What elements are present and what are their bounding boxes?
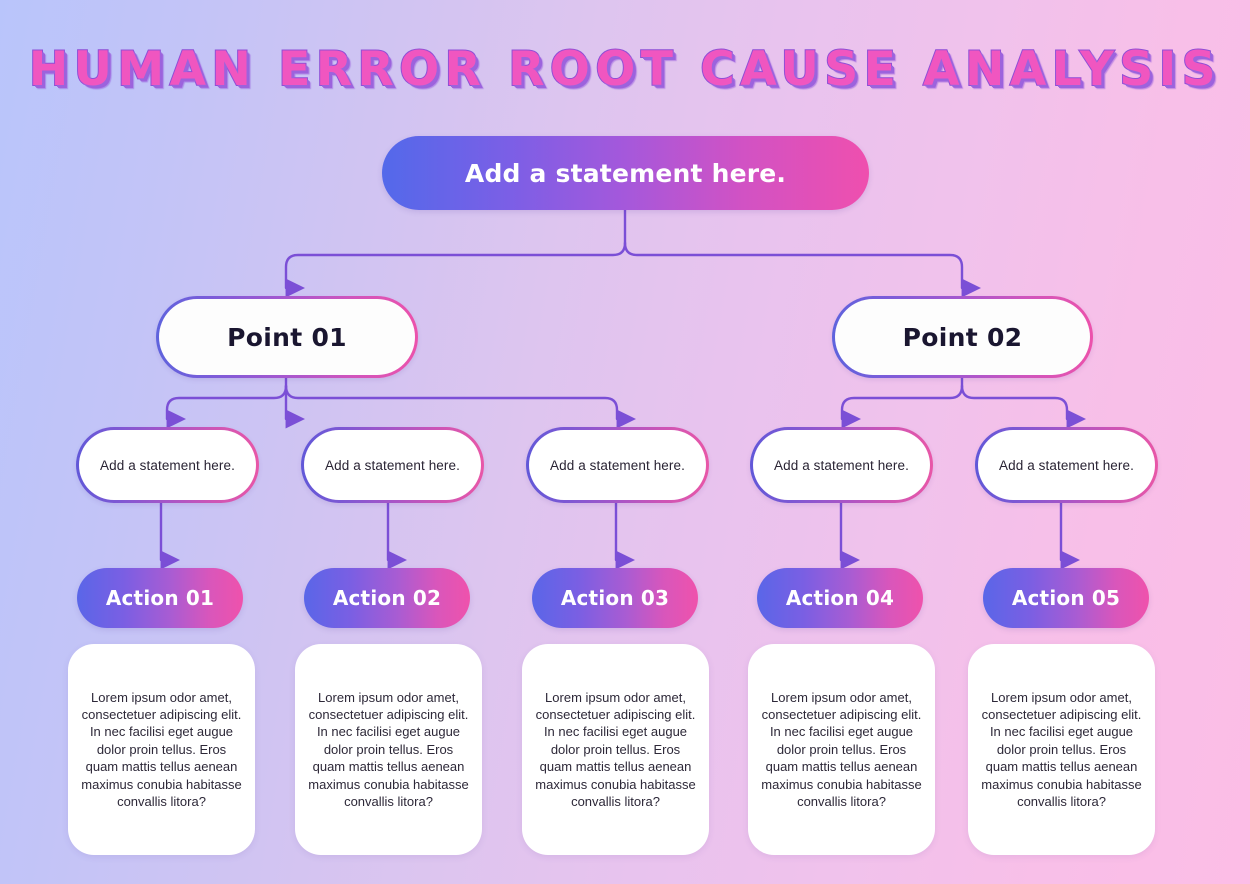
point-node-02-body: Point 02 [835,299,1090,375]
statement-pill-5-label: Add a statement here. [999,457,1134,473]
action-pill-03-label: Action 03 [560,586,670,610]
statement-pill-1-label: Add a statement here. [100,457,235,473]
wire-point-01-to-statement-3 [284,384,637,429]
description-card-4: Lorem ipsum odor amet, consectetuer adip… [748,644,935,855]
wire-point-01-to-statement-1 [165,384,288,429]
root-statement-banner[interactable]: Add a statement here. [382,136,869,210]
action-pill-01[interactable]: Action 01 [77,568,243,628]
action-pill-04[interactable]: Action 04 [757,568,923,628]
action-pill-02-label: Action 02 [332,586,442,610]
description-card-3: Lorem ipsum odor amet, consectetuer adip… [522,644,709,855]
description-card-1: Lorem ipsum odor amet, consectetuer adip… [68,644,255,855]
description-card-2-text: Lorem ipsum odor amet, consectetuer adip… [308,689,469,810]
wire-banner-to-point-01 [284,241,627,298]
description-card-5-text: Lorem ipsum odor amet, consectetuer adip… [981,689,1142,810]
wire-point-02-to-statement-4 [840,384,964,429]
point-node-01-body: Point 01 [159,299,415,375]
point-node-01-label: Point 01 [227,322,347,352]
statement-pill-1[interactable]: Add a statement here. [76,427,259,503]
action-pill-05-label: Action 05 [1011,586,1121,610]
statement-pill-5[interactable]: Add a statement here. [975,427,1158,503]
statement-pill-3-label: Add a statement here. [550,457,685,473]
action-pill-04-label: Action 04 [785,586,895,610]
page-title: HUMAN ERROR ROOT CAUSE ANALYSIS [28,41,1222,98]
statement-pill-1-body: Add a statement here. [79,430,256,500]
action-pill-01-label: Action 01 [105,586,215,610]
action-pill-05[interactable]: Action 05 [983,568,1149,628]
statement-pill-3-body: Add a statement here. [529,430,706,500]
statement-pill-4-label: Add a statement here. [774,457,909,473]
description-card-1-text: Lorem ipsum odor amet, consectetuer adip… [81,689,242,810]
wire-banner-to-point-02 [623,241,982,298]
statement-pill-3[interactable]: Add a statement here. [526,427,709,503]
action-pill-03[interactable]: Action 03 [532,568,698,628]
description-card-3-text: Lorem ipsum odor amet, consectetuer adip… [535,689,696,810]
description-card-5: Lorem ipsum odor amet, consectetuer adip… [968,644,1155,855]
wire-point-02-to-statement-5 [960,384,1087,429]
statement-pill-2[interactable]: Add a statement here. [301,427,484,503]
point-node-01[interactable]: Point 01 [156,296,418,378]
point-node-02-label: Point 02 [902,322,1023,352]
statement-pill-5-body: Add a statement here. [978,430,1155,500]
description-card-4-text: Lorem ipsum odor amet, consectetuer adip… [761,689,922,810]
point-node-02[interactable]: Point 02 [832,296,1093,378]
description-card-2: Lorem ipsum odor amet, consectetuer adip… [295,644,482,855]
statement-pill-2-body: Add a statement here. [304,430,481,500]
statement-pill-2-label: Add a statement here. [325,457,460,473]
action-pill-02[interactable]: Action 02 [304,568,470,628]
root-statement-label: Add a statement here. [464,158,787,188]
statement-pill-4-body: Add a statement here. [753,430,930,500]
statement-pill-4[interactable]: Add a statement here. [750,427,933,503]
